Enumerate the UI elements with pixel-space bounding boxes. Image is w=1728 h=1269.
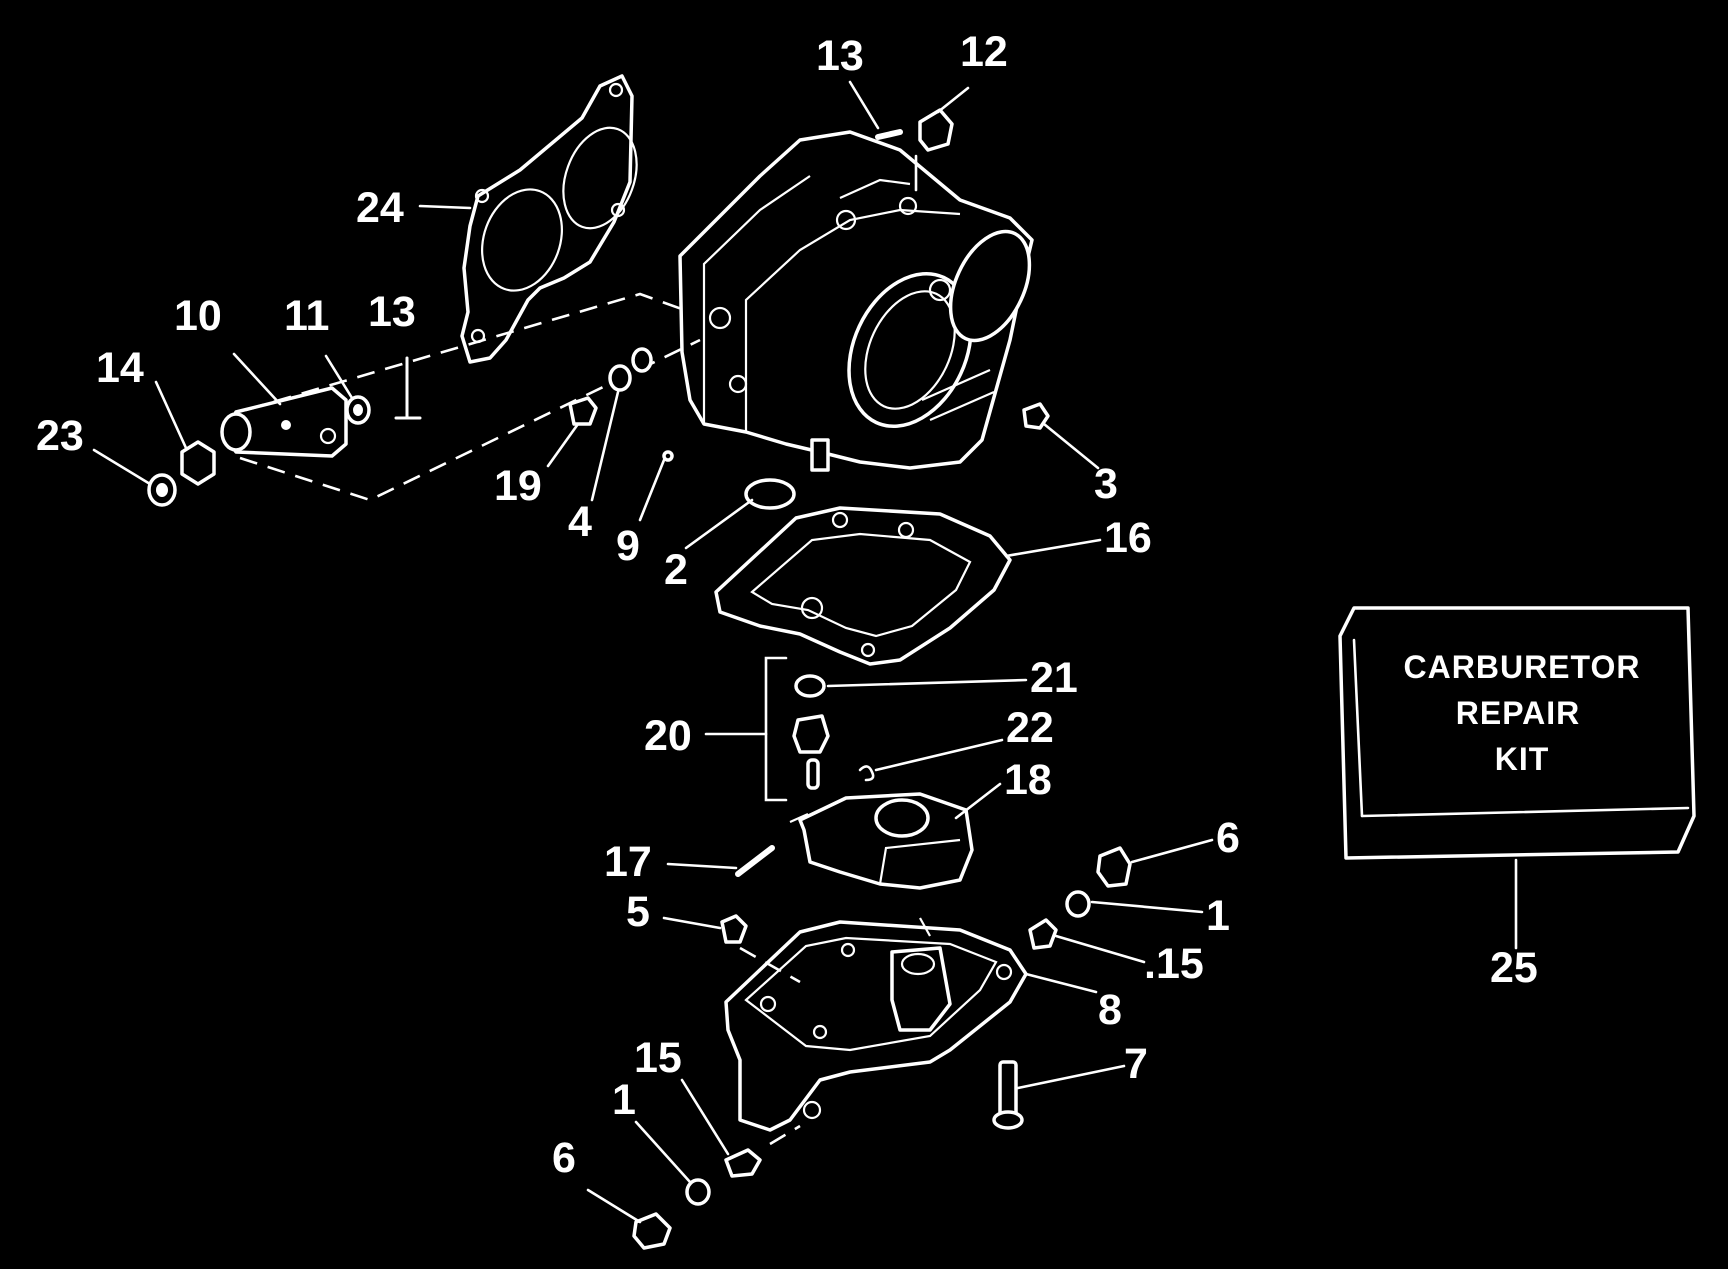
screw-19 [568, 396, 598, 426]
gasket-24 [460, 74, 638, 364]
plug-12 [914, 108, 954, 192]
seal-2 [744, 478, 796, 510]
label-13-top: 13 [816, 32, 864, 80]
label-1-top: 1 [1206, 892, 1230, 940]
kit-text-line1: CARBURETOR [1404, 649, 1641, 685]
pin-13-left [394, 356, 422, 420]
screw-7 [992, 1060, 1024, 1130]
label-23: 23 [36, 412, 84, 460]
float-bowl-gasket-16 [714, 506, 1012, 666]
ball-9 [662, 450, 674, 462]
label-15-bottom: 15 [634, 1034, 682, 1082]
label-18: 18 [1004, 756, 1052, 804]
bracket-20 [704, 656, 788, 802]
label-8: 8 [1098, 986, 1122, 1034]
float-bowl-8 [724, 917, 1028, 1132]
label-6-bottom: 6 [552, 1134, 576, 1182]
clip-22 [858, 765, 875, 782]
needle-seat [792, 714, 830, 790]
nut-14 [180, 440, 216, 486]
leader-lines [92, 80, 1518, 1224]
label-4: 4 [568, 498, 592, 546]
washer-4 [608, 347, 653, 392]
washer-23 [147, 473, 177, 507]
label-6-top: 6 [1216, 814, 1240, 862]
plug-6-top [1096, 846, 1132, 888]
label-11: 11 [284, 292, 329, 340]
label-16: 16 [1104, 514, 1152, 562]
label-5: 5 [626, 888, 650, 936]
carburetor-body [678, 130, 1034, 472]
label-3: 3 [1094, 460, 1118, 508]
part-labels: 13 12 24 10 11 13 14 23 19 4 9 2 3 16 21… [36, 28, 1538, 1182]
kit-text-line3: KIT [1495, 741, 1550, 777]
screw-3 [1022, 402, 1050, 430]
assembly-dashed-lines [239, 292, 701, 502]
label-13-left: 13 [368, 288, 416, 336]
washer-1-bottom [685, 1178, 711, 1206]
repair-kit-box-25: CARBURETOR REPAIR KIT [1338, 606, 1696, 860]
screw-5 [720, 914, 801, 984]
label-17: 17 [604, 838, 652, 886]
label-9: 9 [616, 522, 640, 570]
pin-13-top [875, 129, 903, 140]
label-12: 12 [960, 28, 1008, 76]
label-20: 20 [644, 712, 692, 760]
label-7: 7 [1124, 1040, 1148, 1088]
throttle-lever-10 [220, 386, 348, 458]
washer-11 [345, 395, 371, 425]
label-21: 21 [1030, 654, 1078, 702]
label-19: 19 [494, 462, 542, 510]
jet-15-bottom [724, 1124, 801, 1178]
label-2: 2 [664, 546, 688, 594]
kit-text-line2: REPAIR [1456, 695, 1581, 731]
jet-15-top [1028, 918, 1058, 950]
label-22: 22 [1006, 704, 1054, 752]
float-18 [789, 792, 974, 890]
label-14: 14 [96, 344, 144, 392]
washer-1-top [1065, 890, 1091, 918]
label-1-bottom: 1 [612, 1076, 636, 1124]
plug-6-bottom [632, 1212, 672, 1250]
label-25: 25 [1490, 944, 1538, 992]
label-10: 10 [174, 292, 222, 340]
label-15-right: .15 [1144, 940, 1204, 988]
washer-21 [794, 674, 826, 698]
label-24: 24 [356, 184, 404, 232]
hinge-pin-17 [735, 845, 775, 877]
